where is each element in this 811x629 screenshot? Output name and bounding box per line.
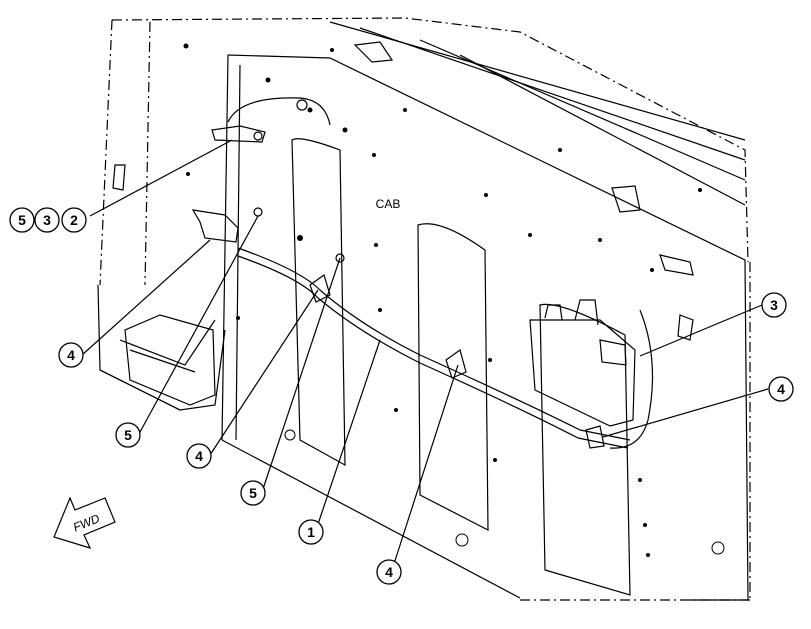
callout-4-right: 4 (768, 376, 794, 402)
callout-3-right-text: 3 (770, 297, 778, 313)
callout-4-right-text: 4 (777, 381, 785, 397)
cab-label: CAB (376, 197, 401, 211)
callout-1: 1 (298, 519, 324, 545)
callout-3-upper: 3 (34, 207, 60, 233)
fwd-arrow-icon: FWD (53, 496, 116, 549)
callout-5-middle-text: 5 (249, 485, 257, 501)
callout-5-upper-text: 5 (18, 212, 26, 228)
callout-4-middle-text: 4 (195, 448, 203, 464)
callout-3-right: 3 (761, 292, 787, 318)
callout-5-upper: 5 (9, 207, 35, 233)
callout-5-middle: 5 (240, 480, 266, 506)
callout-1-text: 1 (307, 524, 315, 540)
callout-4-bottom: 4 (376, 559, 402, 585)
callout-2: 2 (61, 207, 87, 233)
wire-harness (237, 247, 631, 449)
components (112, 41, 694, 449)
callout-5-left: 5 (115, 422, 141, 448)
rivet-holes (183, 43, 725, 557)
callout-4-left: 4 (58, 342, 84, 368)
leader-lines (81, 139, 769, 571)
callout-5-left-text: 5 (124, 427, 132, 443)
callout-4-left-text: 4 (67, 347, 75, 363)
callout-4-middle: 4 (186, 443, 212, 469)
structure-outline (97, 17, 751, 601)
callout-3-upper-text: 3 (43, 212, 51, 228)
callouts: 5 3 2 4 5 4 5 1 (9, 207, 794, 585)
callout-2-text: 2 (70, 212, 78, 228)
callout-4-bottom-text: 4 (385, 564, 393, 580)
